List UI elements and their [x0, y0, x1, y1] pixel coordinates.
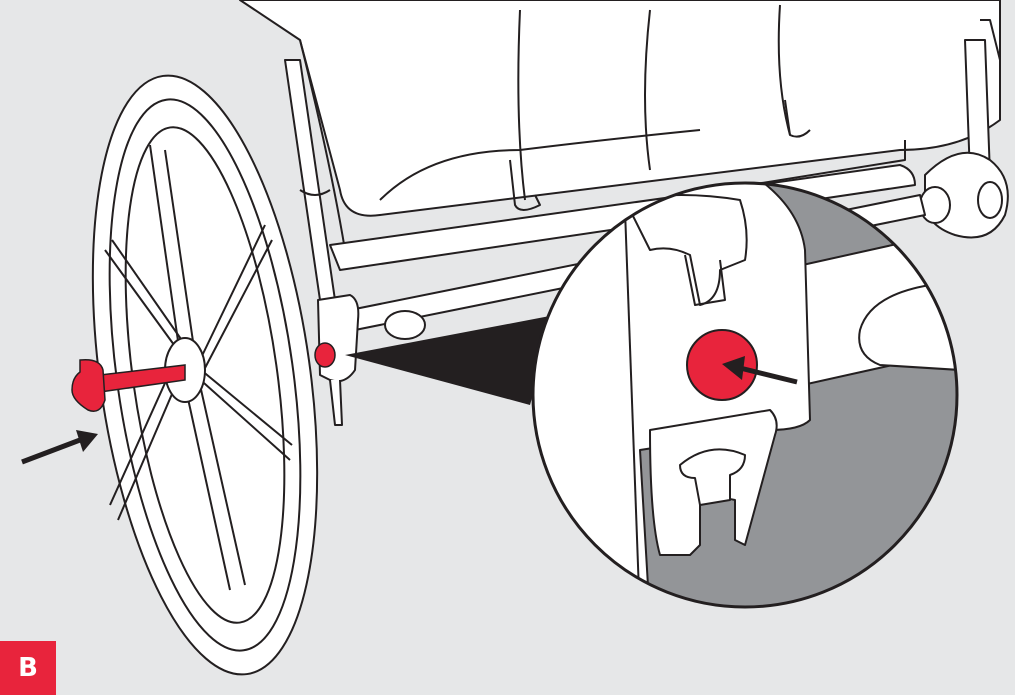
step-badge: B — [0, 641, 56, 695]
insert-direction-arrow — [21, 430, 98, 465]
hole-pointer-arrow — [722, 356, 798, 385]
red-axle-hole — [314, 342, 336, 368]
rear-wheel — [91, 74, 319, 676]
zoomed-axle-hole — [686, 329, 758, 401]
red-axle-pin — [71, 358, 186, 412]
zoom-connector — [345, 315, 555, 405]
wheel-spokes — [104, 144, 293, 591]
magnified-detail-circle — [531, 181, 959, 609]
